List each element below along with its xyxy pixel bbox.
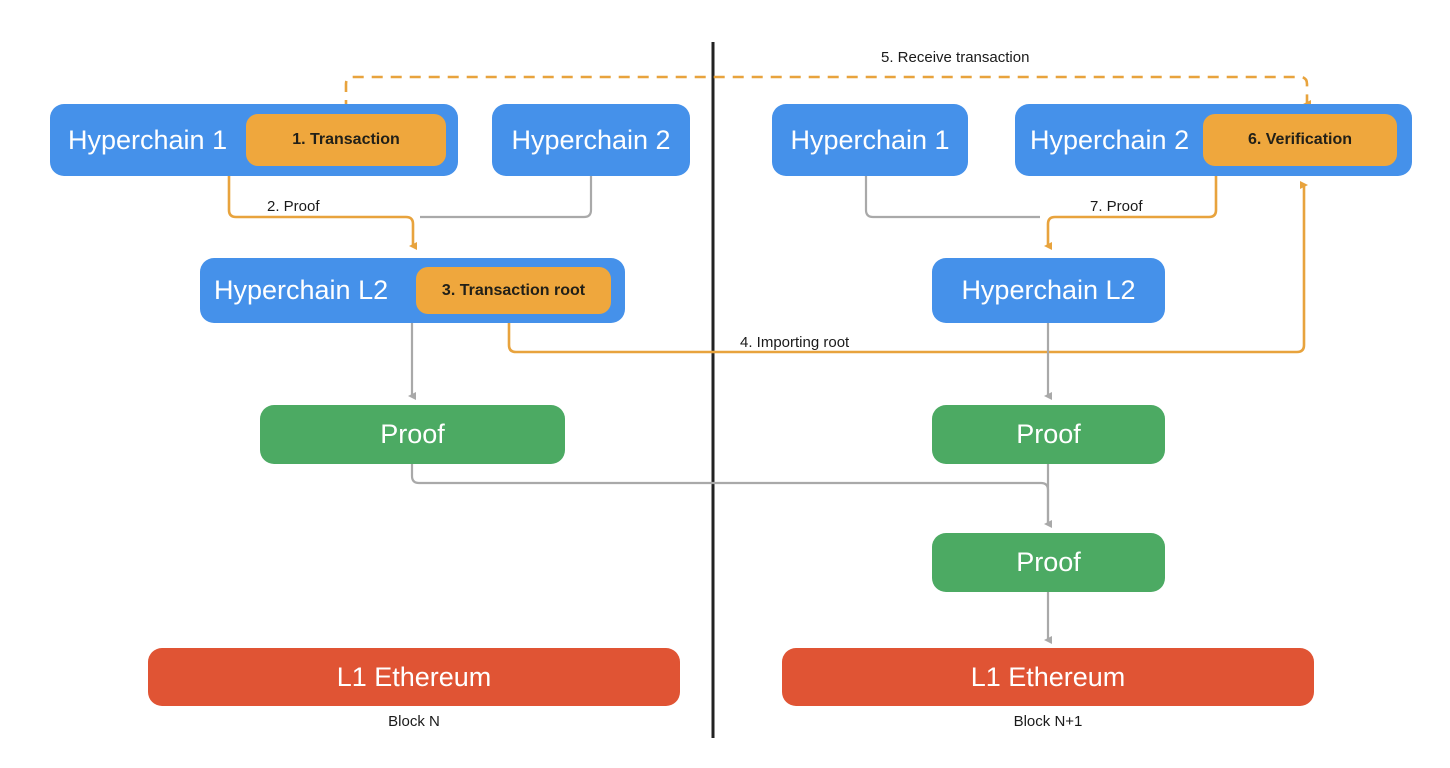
chip-label: 1. Transaction: [292, 131, 400, 148]
node-label: Hyperchain 1: [68, 124, 228, 155]
node-label: Proof: [1016, 419, 1081, 449]
edge-label-step4: 4. Importing root: [735, 335, 855, 350]
wire-step5-receive-transaction: [344, 75, 1311, 130]
node-label: Hyperchain L2: [961, 275, 1136, 305]
node-left-proof[interactable]: Proof: [260, 405, 565, 464]
edge-label-step2: 2. Proof: [262, 199, 325, 214]
edge-label-step5: 5. Receive transaction: [876, 50, 1035, 65]
block-label-n: Block N: [388, 713, 440, 730]
wire-left-proof-to-final-proof: [410, 464, 1052, 528]
wire-step4-importing-root: [507, 181, 1308, 354]
node-label: Hyperchain L2: [214, 275, 389, 305]
chip-label: 6. Verification: [1247, 131, 1353, 148]
node-label: Proof: [1016, 547, 1081, 577]
node-label: Proof: [380, 419, 445, 449]
wire-left-hc2-to-l2: [420, 176, 593, 219]
wire-right-hc1-to-l2: [864, 176, 1040, 219]
node-label: L1 Ethereum: [970, 661, 1126, 692]
chip-label: 3. Transaction root: [441, 281, 586, 299]
node-right-hyperchain-1[interactable]: Hyperchain 1: [772, 104, 968, 176]
wire-step7-proof: [1044, 176, 1218, 250]
block-label-n-plus-1: Block N+1: [1013, 713, 1083, 730]
node-label: Hyperchain 2: [511, 124, 671, 155]
chip-transaction-root[interactable]: 3. Transaction root: [416, 267, 611, 314]
node-right-l1-ethereum[interactable]: L1 Ethereum: [782, 648, 1314, 706]
chip-verification[interactable]: 6. Verification: [1203, 114, 1397, 166]
node-label: Hyperchain 1: [790, 124, 950, 155]
node-left-hyperchain-2[interactable]: Hyperchain 2: [492, 104, 690, 176]
node-label: Hyperchain 2: [1030, 124, 1190, 155]
node-right-proof-bottom[interactable]: Proof: [932, 533, 1165, 592]
chip-transaction[interactable]: 1. Transaction: [246, 114, 446, 166]
node-left-l1-ethereum[interactable]: L1 Ethereum: [148, 648, 680, 706]
node-right-proof-top[interactable]: Proof: [932, 405, 1165, 464]
edge-label-step7: 7. Proof: [1085, 199, 1148, 214]
wire-step2-proof: [227, 176, 417, 250]
node-right-hyperchain-l2[interactable]: Hyperchain L2: [932, 258, 1165, 323]
node-label: L1 Ethereum: [336, 661, 492, 692]
